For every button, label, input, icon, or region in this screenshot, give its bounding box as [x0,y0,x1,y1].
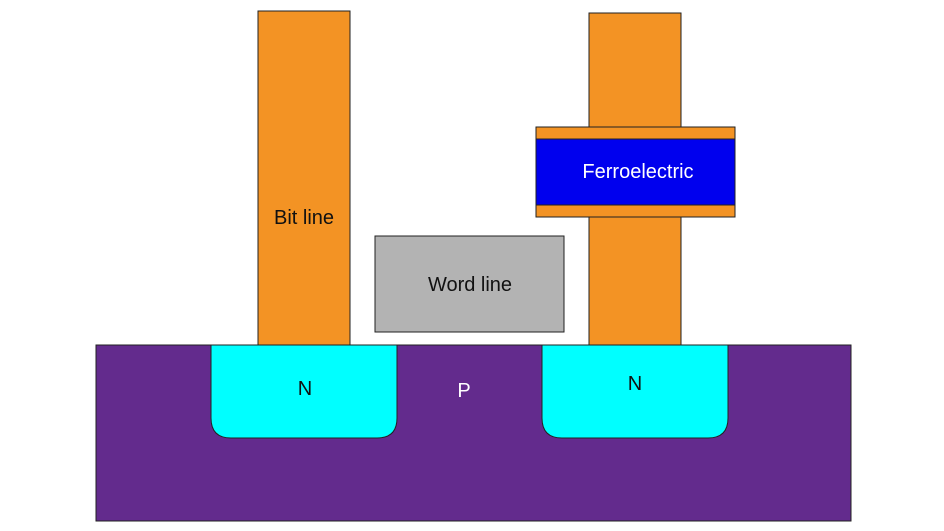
storage-contact-lower [588,216,682,346]
plate-line-upper [588,12,682,128]
n-right-label: N [628,373,642,395]
p-substrate [95,344,852,522]
n-left-label: N [298,378,312,400]
n-well-left [210,344,398,439]
word-line-gate [374,235,565,333]
bit-line-label: Bit line [274,207,334,229]
bit-line [257,10,351,346]
n-well-right [541,344,729,439]
ferroelectric-label: Ferroelectric [582,161,693,183]
word-line-label: Word line [428,274,512,296]
capacitor-bottom-electrode [535,204,736,218]
p-substrate-label: P [457,380,470,402]
capacitor-top-electrode [535,126,736,140]
